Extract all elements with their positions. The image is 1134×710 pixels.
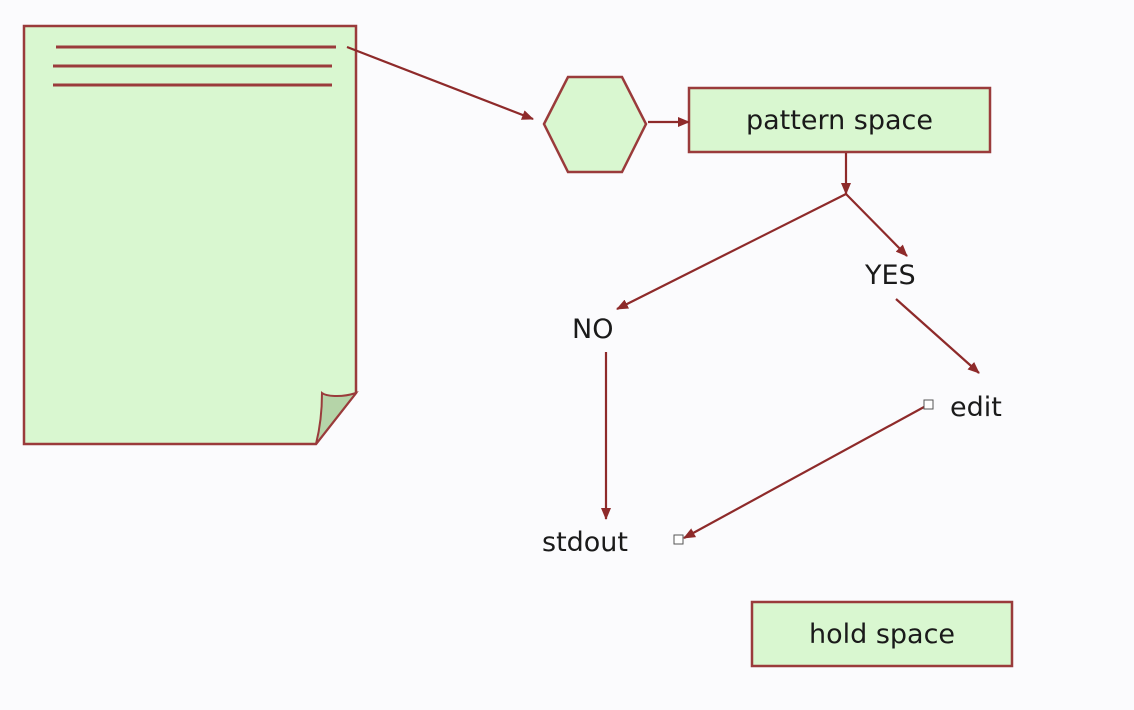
stdout-label: stdout [542,527,629,558]
arrow-edit-to-stdout [683,406,925,539]
pattern-space-label: pattern space [746,104,933,136]
document-body [22,24,358,446]
yes-label: YES [865,260,916,291]
arrow-document-to-filter [346,45,534,121]
arrow-to-no [616,193,847,310]
connector-handle-stdout [673,534,684,545]
hold-space-box [750,600,1014,668]
no-label: NO [572,314,614,345]
arrow-to-yes [845,193,908,257]
hold-space-label: hold space [808,618,956,650]
document-curl-icon [315,391,359,445]
edit-label: edit [950,392,1002,423]
connector-handle-edit [923,399,934,410]
filter-hexagon [542,75,648,174]
arrow-yes-to-edit [895,298,980,374]
document-page [22,24,359,446]
